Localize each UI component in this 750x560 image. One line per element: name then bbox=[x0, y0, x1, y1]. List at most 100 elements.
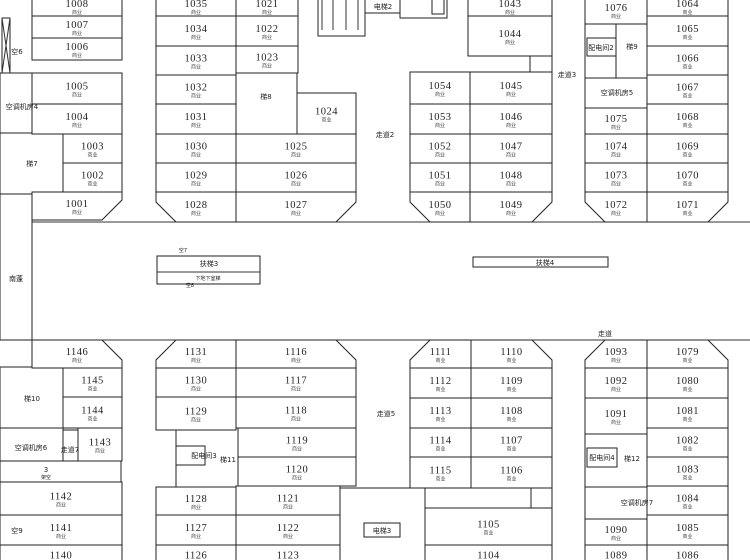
shop-number: 1003 bbox=[81, 142, 104, 153]
shop-unit-1123[interactable] bbox=[235, 544, 341, 560]
shop-use-label: 商业 bbox=[682, 181, 692, 188]
shop-use-label: 商业 bbox=[191, 386, 201, 393]
shop-use-label: 商业 bbox=[611, 210, 621, 217]
shop-use-label: 商业 bbox=[682, 386, 692, 393]
shop-use-label: 商业 bbox=[435, 446, 445, 453]
shop-use-label: 商业 bbox=[682, 93, 692, 100]
shop-number: 1127 bbox=[185, 523, 208, 534]
shop-use-label: 商业 bbox=[506, 210, 516, 217]
shop-number: 1067 bbox=[676, 83, 699, 94]
shaft bbox=[431, 0, 445, 15]
shop-number: 1107 bbox=[500, 436, 523, 447]
ac-room-5-label: 空调机房5 bbox=[601, 88, 633, 97]
shop-unit-1104[interactable] bbox=[424, 544, 553, 560]
shop-use-label: 商业 bbox=[262, 34, 272, 41]
shop-unit-1106[interactable] bbox=[470, 456, 553, 489]
shop-unit-1140[interactable] bbox=[0, 544, 123, 560]
shop-number: 1072 bbox=[605, 200, 628, 211]
shop-number: 1120 bbox=[286, 465, 309, 476]
shop-unit-1143[interactable] bbox=[77, 427, 123, 462]
shop-number: 1030 bbox=[185, 142, 208, 153]
shop-use-label: 商业 bbox=[291, 152, 301, 159]
shop-number: 1093 bbox=[605, 347, 628, 358]
shop-use-label: 商业 bbox=[505, 39, 515, 46]
shop-unit-1028[interactable] bbox=[155, 191, 237, 223]
shop-number: 1071 bbox=[676, 200, 699, 211]
stair-7 bbox=[0, 132, 64, 195]
shop-number: 1069 bbox=[676, 142, 699, 153]
shop-unit-1006[interactable] bbox=[31, 37, 123, 61]
shop-use-label: 商业 bbox=[611, 419, 621, 426]
corridor-5-label: 走道5 bbox=[377, 409, 395, 418]
shop-number: 1049 bbox=[500, 200, 523, 211]
shop-use-label: 商业 bbox=[191, 93, 201, 100]
shop-use-label: 商业 bbox=[87, 181, 97, 188]
shop-unit-1079[interactable] bbox=[646, 339, 729, 369]
stair-10 bbox=[0, 366, 64, 429]
shop-use-label: 商业 bbox=[506, 446, 516, 453]
shop-number: 1045 bbox=[500, 81, 523, 92]
shop-number: 1119 bbox=[286, 436, 308, 447]
shop-unit-1126[interactable] bbox=[155, 544, 237, 560]
stair-12-label: 梯12 bbox=[624, 454, 640, 463]
shop-use-label: 商业 bbox=[506, 416, 516, 423]
shop-number: 1048 bbox=[500, 171, 523, 182]
shop-unit-1027[interactable] bbox=[235, 191, 357, 223]
stair-10-label: 梯10 bbox=[24, 394, 40, 403]
shop-number: 1142 bbox=[50, 492, 73, 503]
shop-unit-1110[interactable] bbox=[470, 339, 553, 369]
shop-use-label: 商业 bbox=[611, 152, 621, 159]
shop-unit-1072[interactable] bbox=[584, 191, 648, 223]
shop-number: 1051 bbox=[429, 171, 452, 182]
shop-unit-1120[interactable] bbox=[237, 456, 357, 487]
hatch-line bbox=[1, 17, 11, 74]
shop-unit-1086[interactable] bbox=[646, 544, 729, 560]
shop-number: 1140 bbox=[50, 551, 73, 560]
shop-number: 1090 bbox=[605, 525, 628, 536]
shop-unit-1050[interactable] bbox=[409, 191, 471, 223]
shop-use-label: 商业 bbox=[483, 530, 493, 537]
stair-8 bbox=[235, 72, 298, 136]
shop-unit-1146[interactable] bbox=[31, 339, 123, 369]
shop-number: 1066 bbox=[676, 54, 699, 65]
shop-number: 1110 bbox=[500, 347, 522, 358]
void-6-label: 空6 bbox=[11, 47, 23, 56]
shop-unit-1049[interactable] bbox=[469, 191, 553, 223]
shop-use-label: 商业 bbox=[435, 210, 445, 217]
unit-3-note-label: 架空 bbox=[41, 474, 51, 481]
shop-use-label: 商业 bbox=[191, 122, 201, 129]
shop-number: 1075 bbox=[605, 114, 628, 125]
shop-use-label: 商业 bbox=[435, 386, 445, 393]
shop-number: 1073 bbox=[605, 171, 628, 182]
shop-number: 1076 bbox=[605, 3, 628, 14]
shop-number: 1081 bbox=[676, 406, 699, 417]
elevator-3 bbox=[363, 522, 401, 538]
shop-use-label: 商业 bbox=[283, 504, 293, 511]
ac-room-7-label: 空调机房7 bbox=[621, 498, 653, 507]
shop-unit-1116[interactable] bbox=[235, 339, 357, 369]
shop-number: 1028 bbox=[185, 200, 208, 211]
shop-use-label: 商业 bbox=[56, 502, 66, 509]
shop-unit-1044[interactable] bbox=[467, 15, 553, 57]
shop-number: 1024 bbox=[315, 107, 338, 118]
shop-use-label: 商业 bbox=[682, 475, 692, 482]
corridor-7-label: 走道7 bbox=[61, 445, 79, 454]
shop-use-label: 商业 bbox=[291, 416, 301, 423]
shop-use-label: 商业 bbox=[191, 210, 201, 217]
shop-use-label: 商业 bbox=[87, 386, 97, 393]
shop-use-label: 商业 bbox=[506, 476, 516, 483]
escalator-4 bbox=[472, 256, 609, 268]
shop-use-label: 商业 bbox=[435, 357, 445, 364]
shop-use-label: 商业 bbox=[611, 386, 621, 393]
shop-number: 1126 bbox=[185, 551, 208, 560]
escalator-4-label: 扶梯4 bbox=[536, 258, 555, 267]
shop-unit-1001[interactable] bbox=[31, 191, 123, 221]
shop-number: 1029 bbox=[185, 171, 208, 182]
shop-unit-1129[interactable] bbox=[155, 396, 237, 431]
corridor-label: 走道 bbox=[598, 329, 612, 338]
shop-unit-1089[interactable] bbox=[584, 544, 648, 560]
shop-use-label: 商业 bbox=[682, 533, 692, 540]
shop-number: 1050 bbox=[429, 200, 452, 211]
shop-number: 1064 bbox=[676, 0, 699, 10]
shop-unit-1023[interactable] bbox=[235, 45, 299, 74]
